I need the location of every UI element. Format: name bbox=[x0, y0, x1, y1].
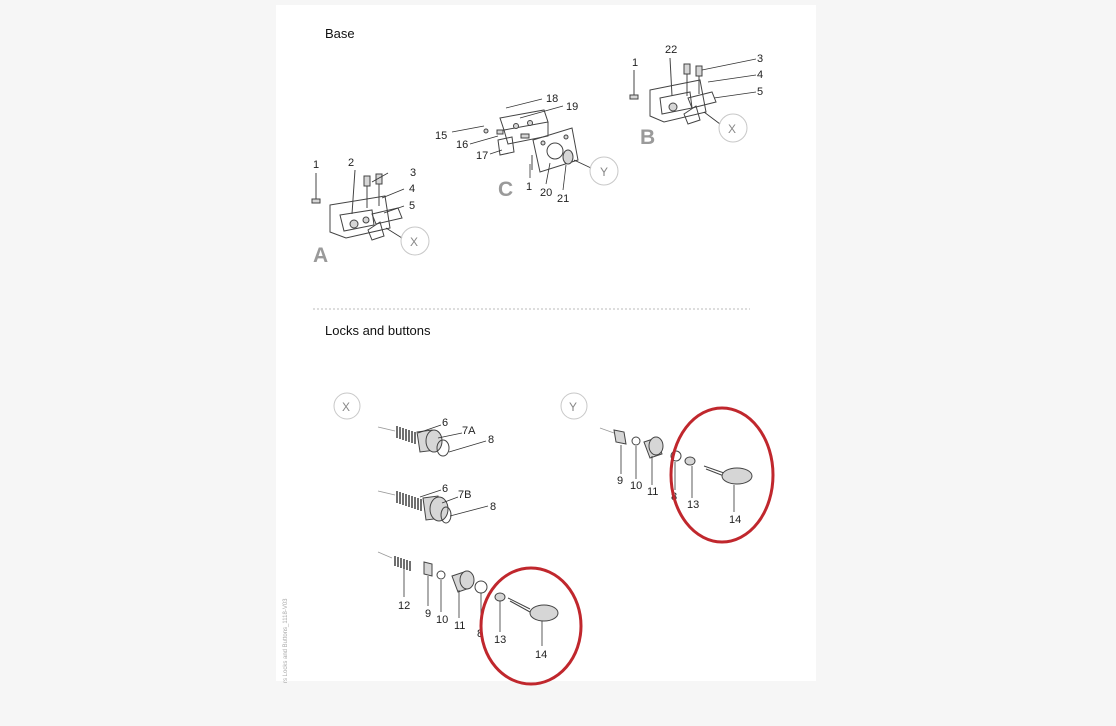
assembly-b-drawing bbox=[629, 57, 717, 125]
x-row2-drawing bbox=[377, 490, 452, 524]
y-row-leaders bbox=[620, 445, 735, 512]
assembly-b-leaders bbox=[701, 58, 757, 125]
label-y10: 10 bbox=[630, 480, 642, 492]
label-x6b: 6 bbox=[442, 483, 448, 495]
highlight-ring-x bbox=[479, 566, 583, 686]
label-x8a: 8 bbox=[488, 434, 494, 446]
assembly-c-leaders bbox=[451, 98, 592, 191]
detail-marker-x-label: X bbox=[342, 400, 350, 414]
assembly-a-leaders bbox=[371, 172, 405, 239]
side-caption: rs Locks and Buttons_1118-V03 bbox=[283, 598, 289, 683]
assembly-letter-a: A bbox=[313, 244, 328, 267]
assembly-c-drawing bbox=[483, 109, 579, 173]
label-b1: 1 bbox=[632, 57, 638, 69]
label-x7a: 7A bbox=[462, 425, 476, 437]
x-row1-leaders bbox=[417, 424, 487, 453]
section-title-base: Base bbox=[325, 26, 355, 41]
assembly-letter-c: C bbox=[498, 178, 513, 201]
detail-marker-x-a bbox=[400, 226, 430, 256]
label-c21: 21 bbox=[557, 193, 569, 205]
assembly-letter-b: B bbox=[640, 126, 655, 149]
label-b3: 3 bbox=[757, 53, 763, 65]
detail-marker-x bbox=[333, 392, 361, 420]
label-a1: 1 bbox=[313, 159, 319, 171]
detail-marker-y-c-label: Y bbox=[600, 165, 608, 179]
detail-marker-x-b bbox=[718, 113, 748, 143]
label-x8b: 8 bbox=[490, 501, 496, 513]
label-a2: 2 bbox=[348, 157, 354, 169]
label-c1: 1 bbox=[526, 181, 532, 193]
label-c17: 17 bbox=[476, 150, 488, 162]
label-x14: 14 bbox=[535, 649, 547, 661]
label-b22: 22 bbox=[665, 44, 677, 56]
label-c18: 18 bbox=[546, 93, 558, 105]
label-x10: 10 bbox=[436, 614, 448, 626]
label-x9: 9 bbox=[425, 608, 431, 620]
x-row3-drawing bbox=[377, 551, 559, 622]
section-title-locks: Locks and buttons bbox=[325, 323, 431, 338]
detail-marker-y-label: Y bbox=[569, 400, 577, 414]
highlight-ring-y bbox=[669, 406, 775, 544]
x-row3-leaders bbox=[403, 568, 543, 646]
detail-marker-x-b-label: X bbox=[728, 122, 736, 136]
label-x11: 11 bbox=[454, 620, 465, 632]
label-y11: 11 bbox=[647, 486, 658, 498]
label-a3: 3 bbox=[410, 167, 416, 179]
label-x13: 13 bbox=[494, 634, 506, 646]
x-row1-drawing bbox=[377, 426, 450, 457]
assembly-a-drawing bbox=[311, 169, 403, 241]
label-b5: 5 bbox=[757, 86, 763, 98]
label-c19: 19 bbox=[566, 101, 578, 113]
label-c15: 15 bbox=[435, 130, 447, 142]
label-c20: 20 bbox=[540, 187, 552, 199]
label-x7b: 7B bbox=[458, 489, 471, 501]
label-y13: 13 bbox=[687, 499, 699, 511]
detail-marker-y bbox=[560, 392, 588, 420]
label-x12: 12 bbox=[398, 600, 410, 612]
drawing-sheet bbox=[276, 5, 816, 681]
label-y14: 14 bbox=[729, 514, 741, 526]
label-b4: 4 bbox=[757, 69, 763, 81]
label-a4: 4 bbox=[409, 183, 415, 195]
label-y9: 9 bbox=[617, 475, 623, 487]
label-c16: 16 bbox=[456, 139, 468, 151]
label-x6a: 6 bbox=[442, 417, 448, 429]
detail-marker-y-c bbox=[589, 156, 619, 186]
label-a5: 5 bbox=[409, 200, 415, 212]
x-row2-leaders bbox=[419, 489, 489, 517]
y-row-drawing bbox=[599, 427, 753, 485]
detail-marker-x-a-label: X bbox=[410, 235, 418, 249]
